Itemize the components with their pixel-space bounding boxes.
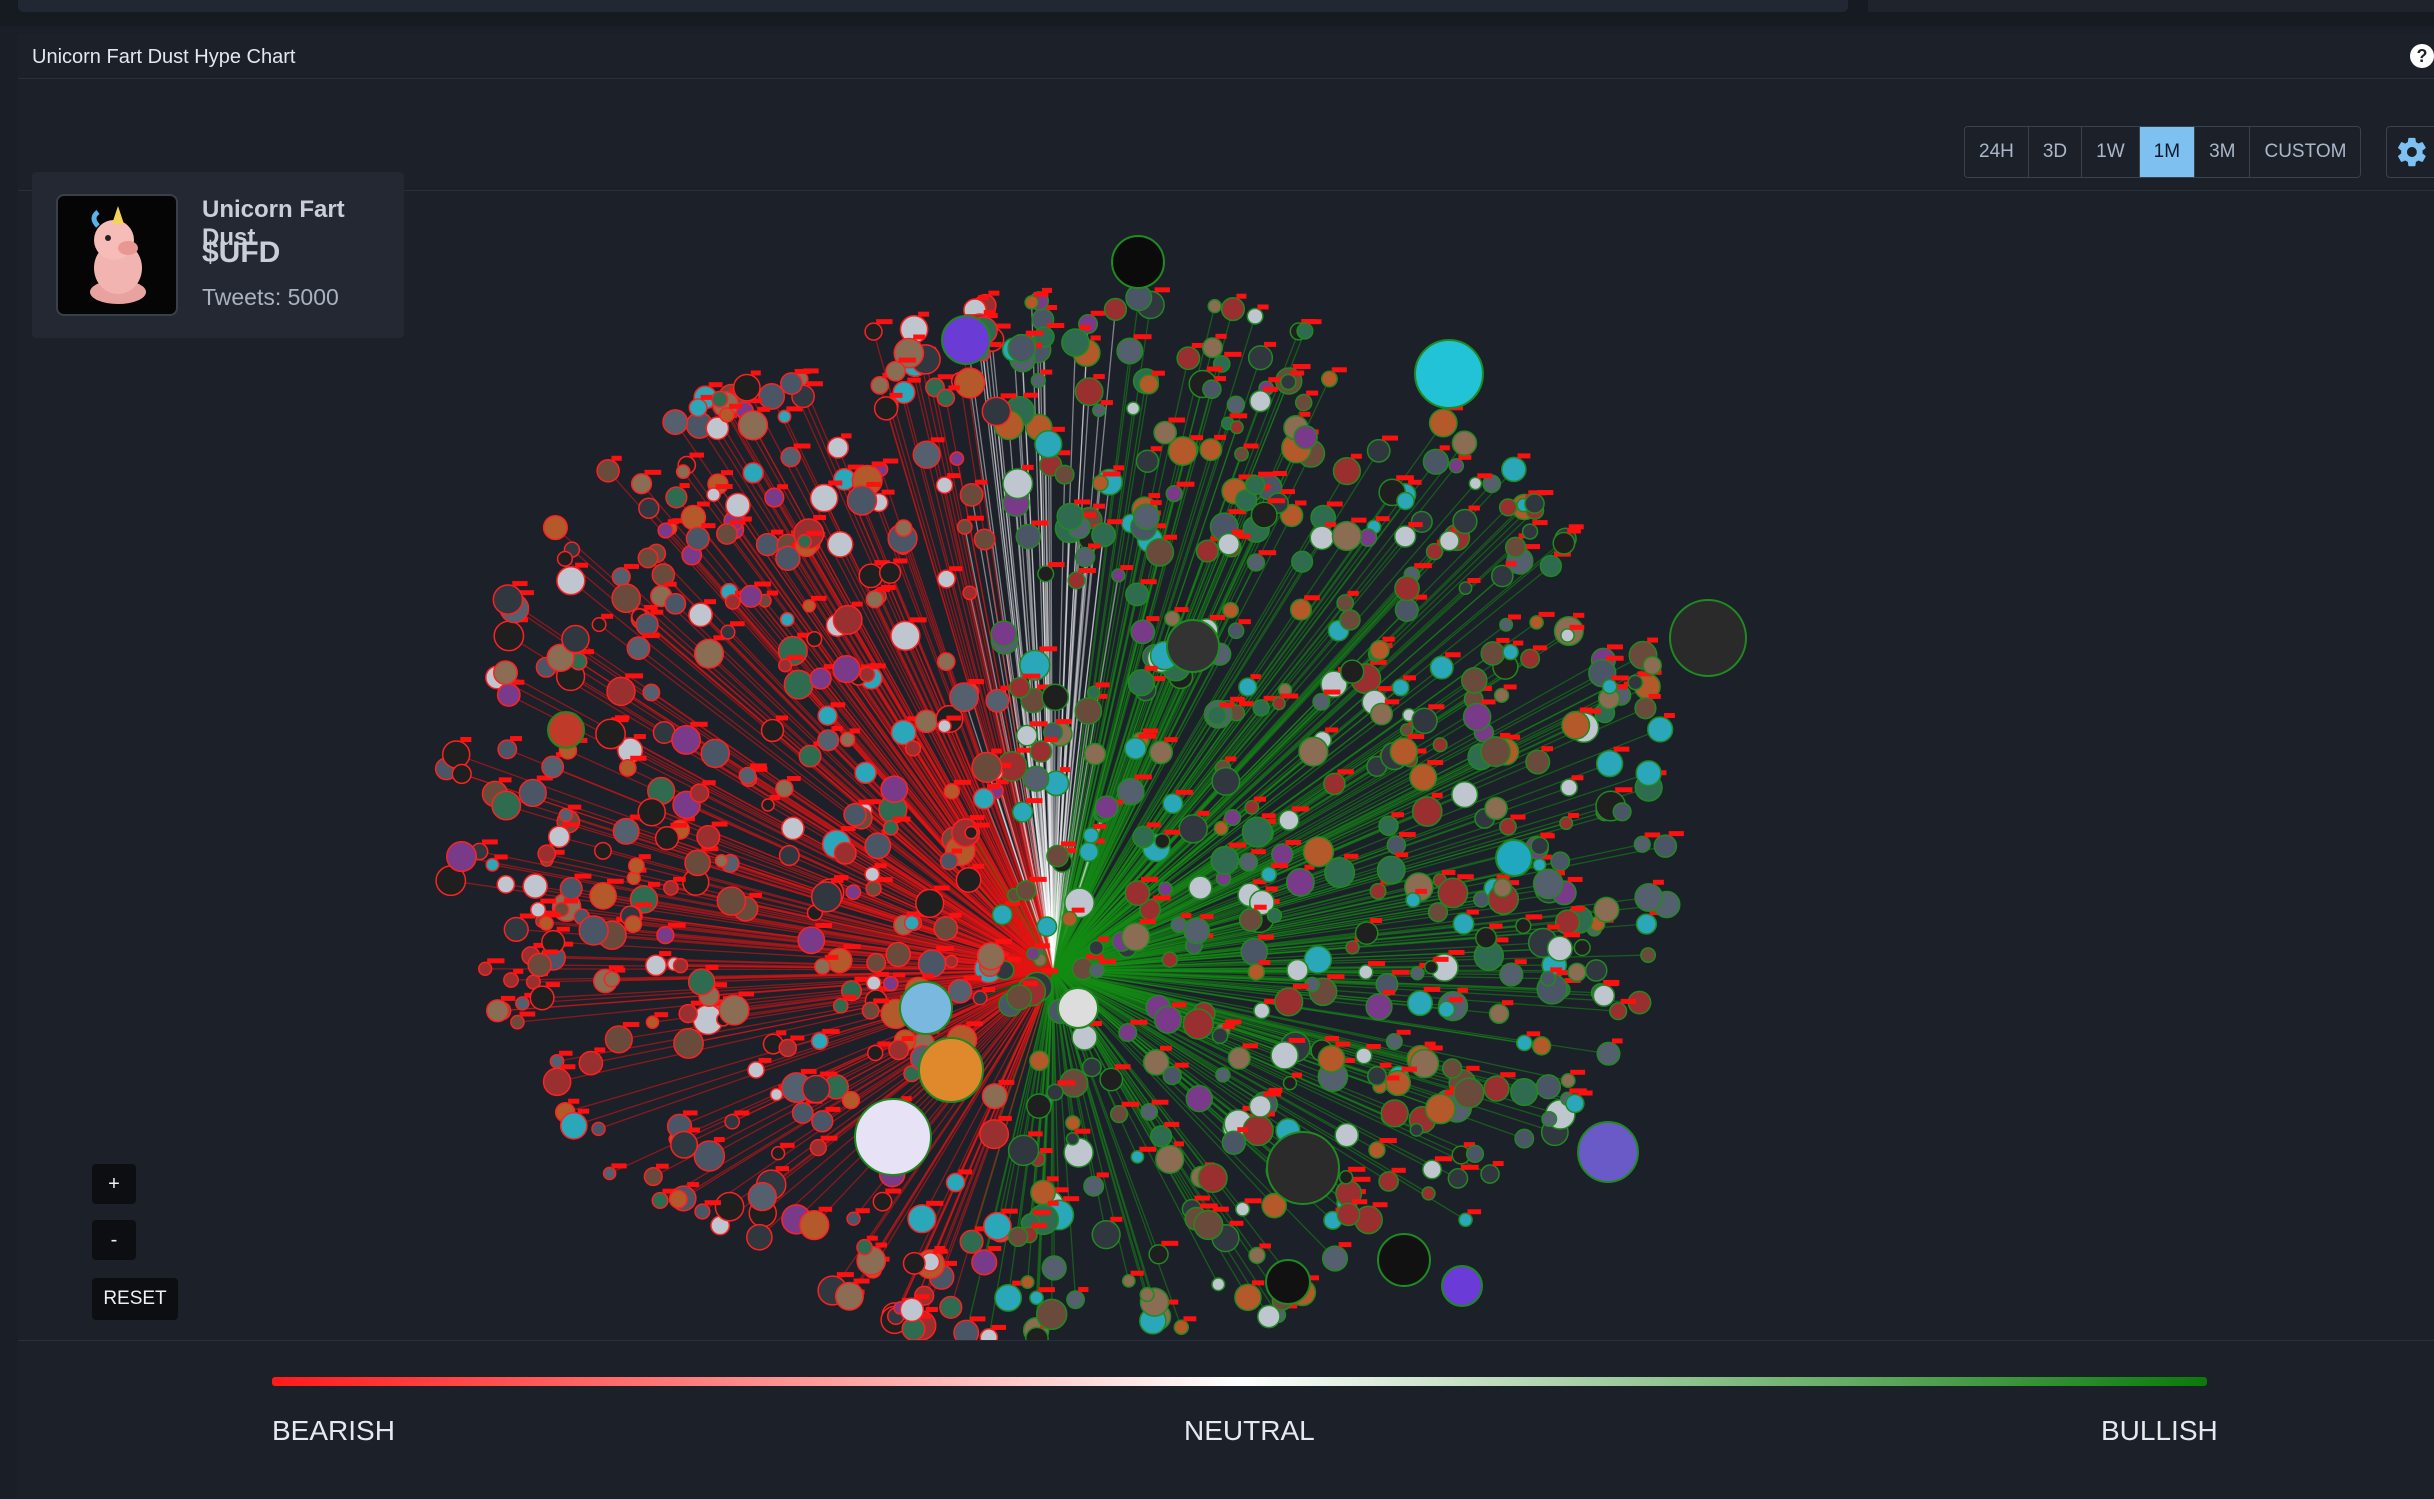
range-button-1m[interactable]: 1M xyxy=(2140,127,2195,177)
reset-button[interactable]: RESET xyxy=(92,1278,178,1320)
range-button-3d[interactable]: 3D xyxy=(2029,127,2082,177)
zoom-in-button[interactable]: + xyxy=(92,1164,136,1204)
range-button-24h[interactable]: 24H xyxy=(1965,127,2029,177)
range-button-3m[interactable]: 3M xyxy=(2195,127,2250,177)
legend-neutral: NEUTRAL xyxy=(1184,1415,1315,1447)
zoom-out-button[interactable]: - xyxy=(92,1220,136,1260)
legend-bearish: BEARISH xyxy=(272,1415,395,1447)
top-strip xyxy=(0,0,2434,26)
settings-button[interactable] xyxy=(2386,126,2434,178)
help-icon[interactable]: ? xyxy=(2410,44,2434,68)
sentiment-network-graph[interactable] xyxy=(18,190,2434,1340)
range-button-custom[interactable]: CUSTOM xyxy=(2250,127,2360,177)
range-button-1w[interactable]: 1W xyxy=(2082,127,2140,177)
top-tab-bar xyxy=(18,0,1848,12)
top-tab-bar-right xyxy=(1868,0,2434,12)
sentiment-legend: BEARISH NEUTRAL BULLISH xyxy=(18,1340,2434,1499)
sentiment-gradient-bar xyxy=(272,1377,2207,1386)
gear-icon xyxy=(2395,135,2429,169)
panel-header: Unicorn Fart Dust Hype Chart ? xyxy=(18,34,2434,79)
legend-bullish: BULLISH xyxy=(2101,1415,2218,1447)
page-title: Unicorn Fart Dust Hype Chart xyxy=(32,46,295,69)
